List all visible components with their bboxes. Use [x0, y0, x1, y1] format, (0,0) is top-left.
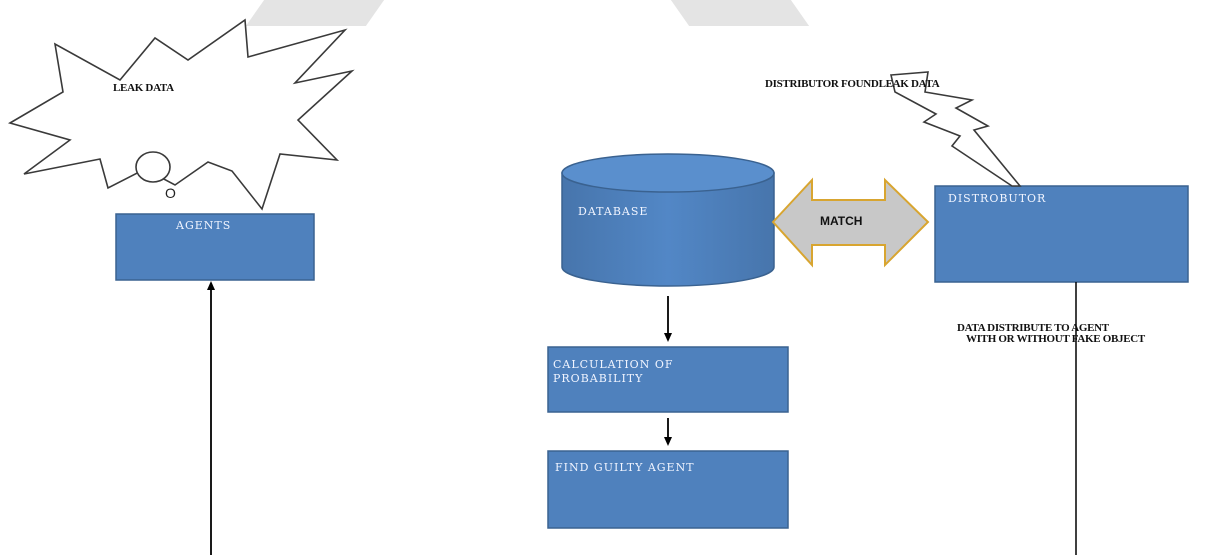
- find-guilty-label: FIND GUILTY AGENT: [555, 461, 695, 474]
- calculation-label-line2: PROBABILITY: [553, 372, 644, 385]
- database-cylinder: [561, 172, 775, 287]
- leak-data-burst-shape: [7, 18, 355, 211]
- leak-data-label: LEAK DATA: [113, 82, 174, 94]
- agent-input-arrowhead: [207, 281, 215, 290]
- distribute-label-line2: WITH OR WITHOUT FAKE OBJECT: [966, 333, 1145, 345]
- distributor-box: [934, 185, 1189, 283]
- agents-label: AGENTS: [176, 219, 232, 232]
- find-guilty-box: [547, 450, 789, 529]
- database-top: [561, 153, 775, 193]
- calculation-label-line1: CALCULATION OF: [553, 358, 674, 371]
- lightning-bolt: [890, 71, 1022, 187]
- agents-box: [115, 213, 315, 281]
- distributor-label: DISTROBUTOR: [948, 192, 1047, 205]
- thought-bubble: [135, 151, 171, 183]
- database-label: DATABASE: [578, 205, 649, 218]
- calc-to-guilty-arrowhead: [664, 437, 672, 446]
- distributor-found-label: DISTRIBUTOR FOUNDLEAK DATA: [765, 78, 940, 90]
- match-label: MATCH: [820, 214, 863, 228]
- match-double-arrow: [771, 177, 930, 268]
- db-to-calc-arrowhead: [664, 333, 672, 342]
- calculation-box: [547, 346, 789, 413]
- thought-o-label: O: [165, 185, 176, 201]
- distribute-label-line1: DATA DISTRIBUTE TO AGENT: [957, 322, 1109, 334]
